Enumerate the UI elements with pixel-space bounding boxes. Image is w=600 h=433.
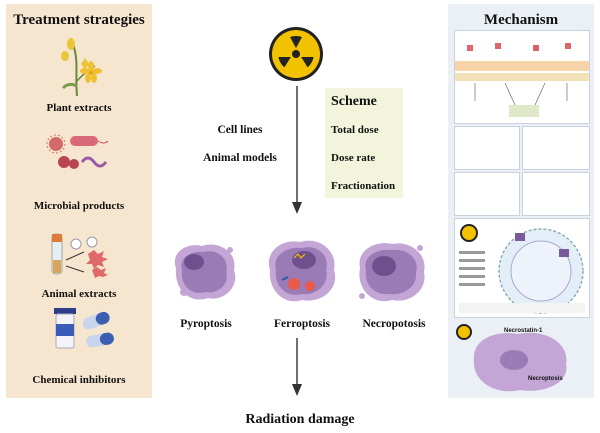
ferroptosis-cell-icon [268,240,336,302]
pathway-figure-7: Necrostatin-1 Necroptosis [454,320,588,396]
plant-extracts-label: Plant extracts [46,102,112,114]
treatment-strategies-panel: Treatment strategies Plant extracts Micr… [6,4,152,398]
animal-extracts-label: Animal extracts [41,288,117,300]
pyroptosis-cell-icon [174,244,236,300]
microbe-icon [46,134,109,169]
arrow-down-bottom [292,338,302,396]
microbial-products-label: Microbial products [33,200,125,212]
radiation-icon [269,27,323,81]
necroptosis-cell-icon [359,243,425,302]
treatment-strategies-title: Treatment strategies [13,12,145,28]
animal-extract-icon [51,233,108,278]
scheme-box: Scheme Total dose Dose rate Fractionatio… [325,88,403,198]
pathway-figure-5 [522,172,590,216]
model-animal-models: Animal models [203,152,277,164]
radiation-damage-label: Radiation damage [245,412,355,427]
scheme-item: Dose rate [331,152,376,164]
pathway-figure-1 [454,30,590,124]
necroptosis-label: Necroptosis [528,376,563,382]
pills-icon [54,308,114,349]
arrow-down-top [292,86,302,214]
death-type-pyroptosis: Pyroptosis [180,318,232,330]
chemical-inhibitors-label: Chemical inhibitors [32,374,126,386]
scheme-title: Scheme [331,94,377,109]
mechanism-panel: Mechanism [448,4,594,398]
mechanism-title: Mechanism [483,12,559,28]
pathway-figure-6 [454,218,590,318]
model-cell-lines: Cell lines [217,124,263,136]
scheme-item: Fractionation [331,180,396,192]
pathway-figure-4 [454,172,520,216]
pathway-figure-3 [522,126,590,170]
necrostatin-label: Necrostatin-1 [504,328,543,334]
death-type-necroptosis: Necropotosis [362,318,426,330]
pathway-figure-2 [454,126,520,170]
scheme-item: Total dose [331,124,379,136]
death-type-ferroptosis: Ferroptosis [273,318,330,330]
plant-icon [61,38,102,97]
